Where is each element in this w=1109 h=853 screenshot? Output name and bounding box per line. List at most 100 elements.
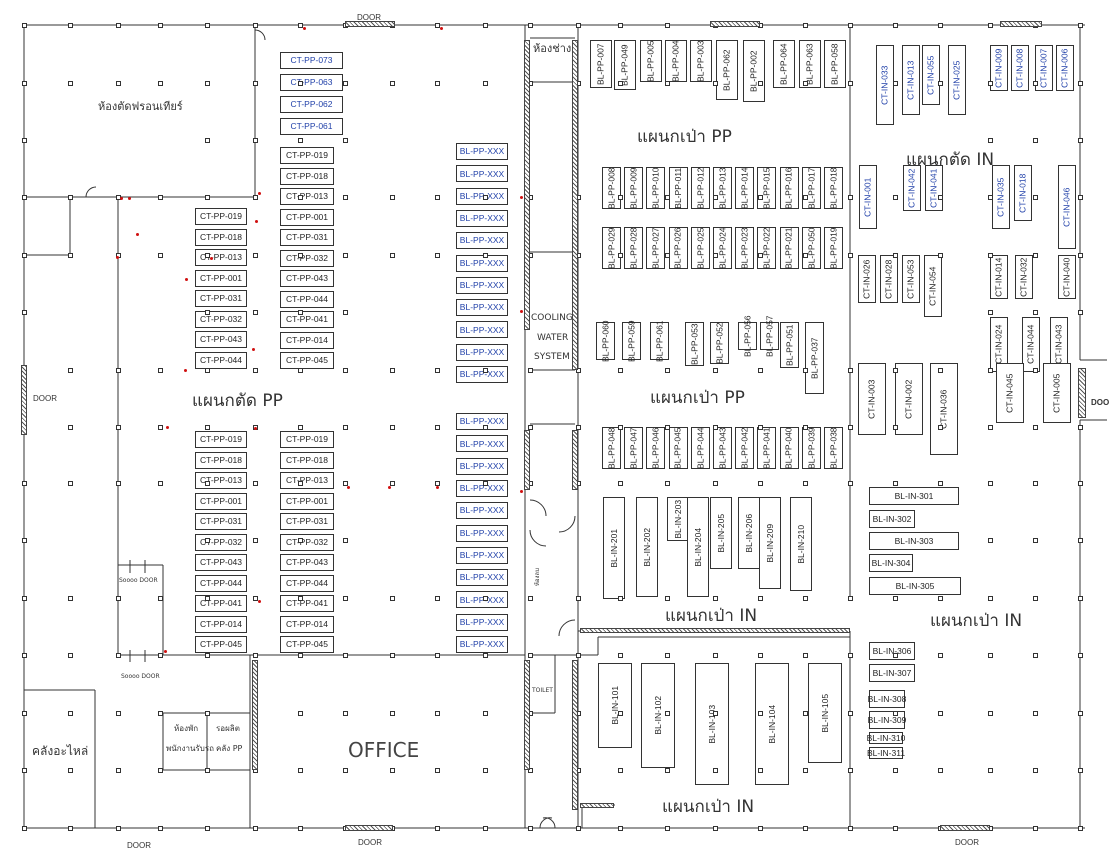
structural-column xyxy=(483,711,488,716)
structural-column xyxy=(22,711,27,716)
structural-column xyxy=(22,81,27,86)
machine-station: CT-PP-001 xyxy=(195,269,247,287)
machine-station: BL-IN-204 xyxy=(687,497,709,597)
structural-column xyxy=(298,768,303,773)
structural-column xyxy=(758,368,763,373)
structural-column xyxy=(298,81,303,86)
structural-column xyxy=(435,481,440,486)
red-marker xyxy=(252,348,255,351)
machine-station: CT-PP-018 xyxy=(280,451,334,469)
machine-code: BL-PP-029 xyxy=(606,227,617,269)
machine-station: CT-PP-031 xyxy=(280,513,334,530)
machine-code: BL-PP-XXX xyxy=(459,369,505,380)
structural-column xyxy=(803,653,808,658)
structural-column xyxy=(938,653,943,658)
structural-column xyxy=(298,425,303,430)
structural-column xyxy=(253,653,258,658)
machine-station: BL-PP-048 xyxy=(602,427,621,469)
machine-code: CT-PP-041 xyxy=(285,598,329,609)
structural-column xyxy=(158,81,163,86)
machine-code: BL-IN-303 xyxy=(894,535,934,546)
structural-column xyxy=(68,596,73,601)
spare-parts-label: คลังอะไหล่ xyxy=(32,744,89,758)
structural-column xyxy=(158,425,163,430)
structural-column xyxy=(435,768,440,773)
structural-column xyxy=(848,653,853,658)
structural-column xyxy=(988,195,993,200)
machine-station: CT-IN-032 xyxy=(1015,255,1033,299)
machine-code: CT-PP-013 xyxy=(199,475,243,486)
structural-column xyxy=(158,826,163,831)
red-marker xyxy=(128,197,131,200)
machine-station: CT-PP-061 xyxy=(280,118,343,135)
machine-station: BL-IN-101 xyxy=(598,663,632,748)
machine-code: BL-PP-047 xyxy=(628,427,639,469)
structural-column xyxy=(483,81,488,86)
machine-code: BL-PP-049 xyxy=(619,44,630,86)
machine-station: BL-IN-205 xyxy=(710,497,732,569)
structural-column xyxy=(22,310,27,315)
machine-code: BL-PP-057 xyxy=(764,315,775,357)
machine-code: CT-PP-045 xyxy=(199,639,243,650)
structural-column xyxy=(803,596,808,601)
machine-station: BL-PP-023 xyxy=(735,227,755,269)
machine-station: CT-IN-008 xyxy=(1011,45,1029,91)
hatched-wall-segment xyxy=(572,430,578,490)
structural-column xyxy=(576,368,581,373)
machine-station: CT-IN-003 xyxy=(858,363,886,435)
machine-code: CT-IN-014 xyxy=(993,257,1004,297)
machine-code: BL-PP-041 xyxy=(761,427,772,469)
structural-column xyxy=(893,81,898,86)
structural-column xyxy=(576,596,581,601)
machine-station: CT-PP-032 xyxy=(195,533,247,551)
machine-station: CT-PP-032 xyxy=(280,249,334,267)
zone-blow-in-mid: แผนกเป่า IN xyxy=(665,606,758,626)
structural-column xyxy=(116,81,121,86)
structural-column xyxy=(116,596,121,601)
machine-code: CT-PP-044 xyxy=(285,293,329,304)
machine-code: BL-PP-XXX xyxy=(459,416,505,427)
machine-code: CT-PP-019 xyxy=(199,211,243,222)
red-marker xyxy=(166,426,169,429)
machine-station: CT-PP-045 xyxy=(280,636,334,653)
machine-station: BL-PP-064 xyxy=(773,40,795,88)
machine-station: BL-PP-005 xyxy=(640,40,662,82)
machine-station: BL-IN-301 xyxy=(869,487,959,505)
structural-column xyxy=(1078,81,1083,86)
structural-column xyxy=(758,768,763,773)
machine-station: BL-PP-XXX xyxy=(456,254,508,272)
structural-column xyxy=(713,596,718,601)
structural-column xyxy=(713,253,718,258)
structural-column xyxy=(988,138,993,143)
machine-code: BL-IN-304 xyxy=(871,557,911,568)
structural-column xyxy=(938,711,943,716)
machine-station: CT-PP-019 xyxy=(280,147,334,164)
machine-station: CT-PP-044 xyxy=(195,351,247,369)
machine-station: BL-PP-007 xyxy=(590,40,612,88)
machine-code: CT-PP-045 xyxy=(285,355,329,366)
machine-code: BL-PP-037 xyxy=(809,337,820,379)
machine-code: BL-PP-053 xyxy=(689,323,700,365)
structural-column xyxy=(1078,481,1083,486)
machine-station: CT-PP-044 xyxy=(280,290,334,308)
machine-station: CT-IN-054 xyxy=(924,255,942,317)
structural-column xyxy=(803,768,808,773)
machine-code: BL-PP-003 xyxy=(695,40,706,82)
machine-station: BL-PP-XXX xyxy=(456,299,508,317)
machine-station: BL-IN-306 xyxy=(869,642,915,660)
structural-column xyxy=(848,711,853,716)
machine-station: BL-PP-XXX xyxy=(456,321,508,339)
machine-station: BL-PP-061 xyxy=(650,320,669,362)
machine-station: BL-PP-XXX xyxy=(456,366,508,383)
machine-station: BL-PP-XXX xyxy=(456,187,508,205)
structural-column xyxy=(1078,195,1083,200)
red-marker xyxy=(520,490,523,493)
structural-column xyxy=(1033,310,1038,315)
structural-column xyxy=(343,195,348,200)
structural-column xyxy=(205,310,210,315)
structural-column xyxy=(22,481,27,486)
machine-code: BL-PP-052 xyxy=(714,322,725,364)
machine-code: BL-PP-015 xyxy=(761,167,772,209)
machine-code: CT-IN-054 xyxy=(927,266,938,306)
